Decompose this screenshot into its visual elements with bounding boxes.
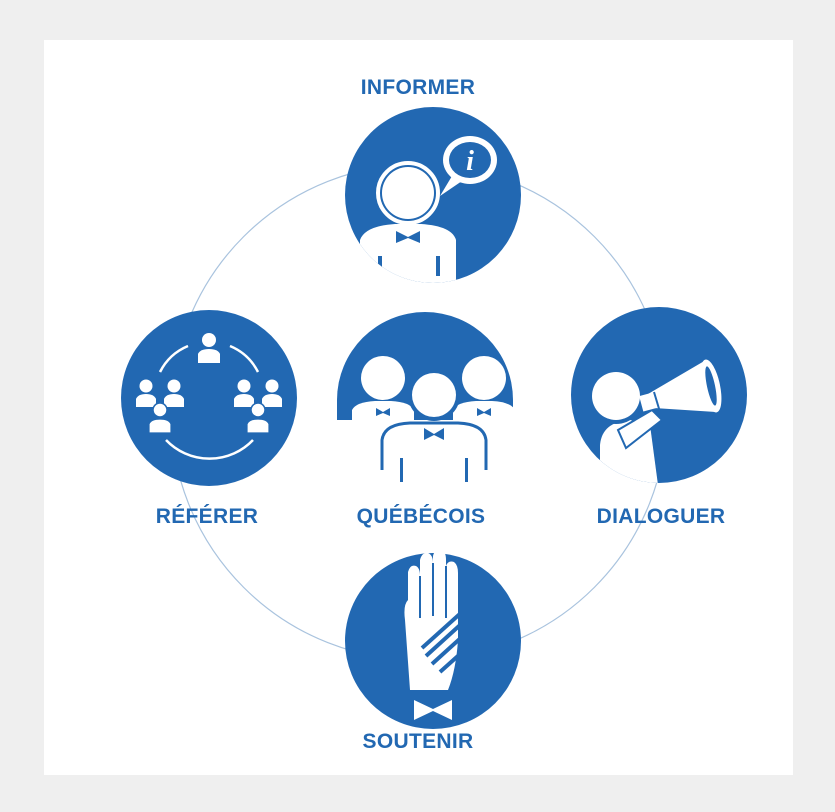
network-groups-icon: [136, 333, 282, 460]
soutenir-node: [345, 548, 521, 729]
referer-node: [121, 310, 297, 486]
label-referer: RÉFÉRER: [155, 505, 259, 528]
info-letter: i: [466, 146, 474, 177]
label-quebecois: QUÉBÉCOIS: [356, 505, 486, 528]
group-of-people-icon: [352, 356, 513, 482]
label-dialoguer: DIALOGUER: [596, 505, 726, 528]
quebecois-node: [337, 312, 513, 482]
label-soutenir: SOUTENIR: [362, 730, 474, 753]
label-informer: INFORMER: [360, 76, 476, 99]
hands-supporting-icon: [404, 548, 480, 720]
informer-node: i: [345, 107, 521, 283]
dialoguer-node: [571, 307, 747, 483]
